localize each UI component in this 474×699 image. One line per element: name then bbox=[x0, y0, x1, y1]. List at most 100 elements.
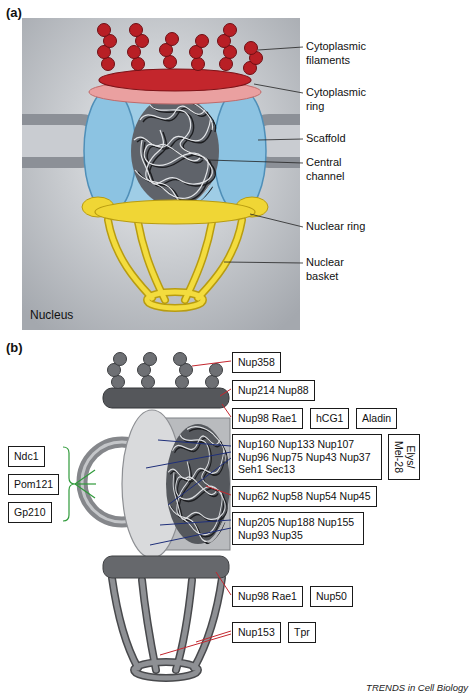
filament-bead bbox=[112, 376, 125, 389]
basket-fill bbox=[108, 220, 242, 308]
filament-bead bbox=[132, 58, 145, 71]
scaffold-ring bbox=[84, 89, 136, 213]
filament-bead bbox=[142, 376, 155, 389]
leader-line bbox=[192, 361, 231, 366]
leader-line bbox=[150, 528, 231, 545]
filament-bead bbox=[130, 24, 143, 37]
protein-box: Nup153 bbox=[232, 622, 281, 643]
leader-line bbox=[220, 389, 231, 396]
leader-line bbox=[222, 404, 231, 417]
filament-bead bbox=[102, 58, 115, 71]
nucleoporin-name: Nup205 Nup188 Nup155 Nup93 Nup35 bbox=[238, 516, 358, 541]
filament-bead bbox=[174, 353, 187, 366]
side-protein-box: Elys/ Mel-28 bbox=[388, 434, 420, 480]
part-label: Central channel bbox=[306, 156, 376, 184]
leader-line bbox=[160, 634, 231, 655]
protein-box: Nup62 Nup58 Nup54 Nup45 bbox=[232, 486, 377, 507]
membrane-bracket bbox=[63, 447, 96, 521]
illustration-background bbox=[22, 18, 300, 330]
nucleoporin-name: Elys/ Mel-28 bbox=[392, 436, 415, 478]
nucleoporin-name: Aladin bbox=[362, 412, 391, 425]
nuclear-ring bbox=[103, 556, 229, 578]
protein-box: Ndc1 bbox=[8, 446, 45, 467]
part-label: Cytoplasmic filaments bbox=[306, 40, 376, 68]
leader-line bbox=[160, 520, 231, 525]
filament-bead bbox=[210, 364, 223, 377]
leader-line bbox=[75, 483, 96, 484]
part-label: Nuclear basket bbox=[306, 256, 376, 284]
leader-line bbox=[75, 470, 95, 484]
nucleoporin-name: Nup358 bbox=[238, 356, 275, 369]
nucleoporin-name: hCG1 bbox=[316, 412, 343, 425]
part-label: Nuclear ring bbox=[306, 220, 376, 234]
nucleoporin-name: Nup98 Rae1 bbox=[238, 412, 297, 425]
protein-box: Nup205 Nup188 Nup155 Nup93 Nup35 bbox=[232, 512, 364, 545]
journal-credit: TRENDS in Cell Biology bbox=[366, 682, 468, 694]
leader-line bbox=[250, 214, 303, 227]
protein-box: Gp210 bbox=[8, 502, 52, 523]
leader-line bbox=[258, 47, 303, 50]
nucleoporin-name: Pom121 bbox=[14, 478, 53, 491]
filament-bead bbox=[144, 353, 157, 366]
leader-line bbox=[216, 572, 231, 595]
protein-box: hCG1 bbox=[310, 408, 349, 429]
filament-bead bbox=[206, 376, 219, 389]
protein-box: Nup160 Nup133 Nup107 Nup96 Nup75 Nup43 N… bbox=[232, 434, 382, 480]
protein-box: Nup50 bbox=[310, 586, 353, 607]
filament-bead bbox=[176, 376, 189, 389]
channel-mesh bbox=[134, 97, 213, 204]
nucleoporin-name: Nup62 Nup58 Nup54 Nup45 bbox=[238, 490, 371, 503]
panel-letter: (a) bbox=[6, 5, 22, 21]
nuclear-ring bbox=[95, 200, 255, 224]
panel-letter: (b) bbox=[6, 340, 23, 356]
leader-line bbox=[146, 452, 231, 468]
leader-line bbox=[224, 262, 303, 263]
filament-bead bbox=[192, 58, 205, 71]
leader-lines bbox=[160, 361, 231, 655]
filament-bead bbox=[224, 24, 237, 37]
nucleoporin-name: Nup214 Nup88 bbox=[238, 384, 309, 397]
leader-lines bbox=[208, 47, 303, 263]
cytoplasmic-ring bbox=[103, 388, 229, 408]
nucleoporin-name: Ndc1 bbox=[14, 450, 39, 463]
nucleoporin-name: Nup98 Rae1 bbox=[238, 590, 297, 603]
protein-box: Nup358 bbox=[232, 352, 281, 373]
leader-line bbox=[258, 139, 303, 140]
basket-outline bbox=[108, 220, 242, 308]
part-label: Cytoplasmic ring bbox=[306, 86, 376, 114]
region-label: Nucleus bbox=[30, 308, 73, 323]
protein-box: Aladin bbox=[356, 408, 397, 429]
filament-bead bbox=[245, 42, 258, 55]
protein-box: Nup98 Rae1 bbox=[232, 408, 303, 429]
protein-box: Pom121 bbox=[8, 474, 59, 495]
leader-line bbox=[196, 631, 231, 642]
filament-bead bbox=[98, 24, 111, 37]
basket-outline bbox=[112, 578, 222, 678]
nucleoporin-name: Tpr bbox=[294, 626, 310, 639]
central-channel bbox=[131, 95, 219, 207]
nucleoporin-name: Nup50 bbox=[316, 590, 347, 603]
leader-line bbox=[254, 84, 303, 93]
leader-line bbox=[75, 484, 95, 498]
nucleoporin-name: Nup153 bbox=[238, 626, 275, 639]
filament-bead bbox=[128, 46, 141, 59]
part-label: Scaffold bbox=[306, 132, 376, 146]
leader-line bbox=[206, 486, 231, 495]
leader-line bbox=[168, 458, 231, 505]
bracket bbox=[63, 447, 75, 521]
nucleoporin-name: Nup160 Nup133 Nup107 Nup96 Nup75 Nup43 N… bbox=[238, 438, 376, 476]
leader-line bbox=[208, 160, 303, 163]
scaffold-ring bbox=[214, 89, 266, 213]
central-channel bbox=[166, 424, 230, 544]
protein-box: Tpr bbox=[288, 622, 316, 643]
cytoplasmic-filaments bbox=[108, 353, 223, 389]
filament-bead bbox=[166, 33, 179, 46]
leader-lines bbox=[146, 440, 231, 545]
protein-box: Nup214 Nup88 bbox=[232, 380, 315, 401]
basket-fill bbox=[112, 578, 222, 678]
filament-bead bbox=[114, 353, 127, 366]
leader-line bbox=[158, 440, 231, 446]
filament-bead bbox=[164, 56, 177, 69]
filament-bead bbox=[220, 58, 233, 71]
